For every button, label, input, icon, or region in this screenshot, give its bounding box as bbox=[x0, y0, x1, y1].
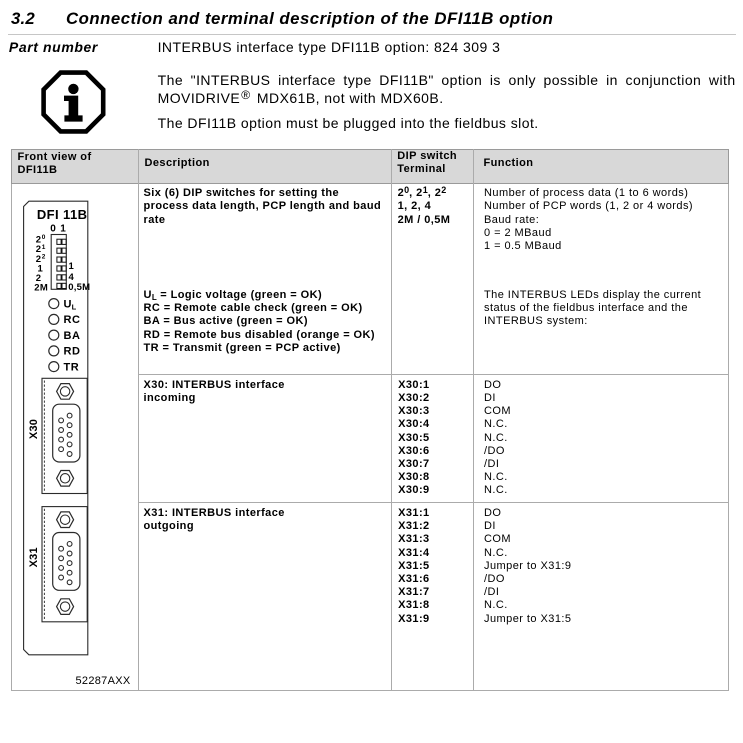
svg-text:RD: RD bbox=[64, 346, 81, 358]
svg-text:1: 1 bbox=[38, 263, 44, 274]
svg-text:2: 2 bbox=[36, 235, 41, 246]
svg-text:2: 2 bbox=[36, 254, 41, 265]
svg-text:0,5M: 0,5M bbox=[68, 282, 90, 293]
svg-text:BA: BA bbox=[64, 330, 81, 342]
svg-text:X30: X30 bbox=[28, 419, 40, 439]
svg-text:1: 1 bbox=[69, 261, 75, 272]
svg-text:U: U bbox=[64, 298, 72, 310]
svg-text:0: 0 bbox=[50, 224, 56, 235]
svg-text:X31: X31 bbox=[28, 547, 40, 567]
svg-text:DFI 11B: DFI 11B bbox=[37, 207, 87, 222]
svg-text:L: L bbox=[72, 302, 77, 311]
svg-text:RC: RC bbox=[64, 314, 81, 326]
svg-text:2M: 2M bbox=[34, 282, 48, 293]
svg-text:4: 4 bbox=[69, 272, 75, 283]
svg-text:TR: TR bbox=[64, 361, 80, 373]
svg-text:0: 0 bbox=[42, 234, 46, 241]
svg-text:2: 2 bbox=[36, 244, 41, 255]
svg-text:2: 2 bbox=[42, 253, 46, 260]
svg-text:1: 1 bbox=[42, 244, 46, 251]
svg-text:2: 2 bbox=[36, 273, 41, 284]
svg-text:1: 1 bbox=[60, 224, 66, 235]
